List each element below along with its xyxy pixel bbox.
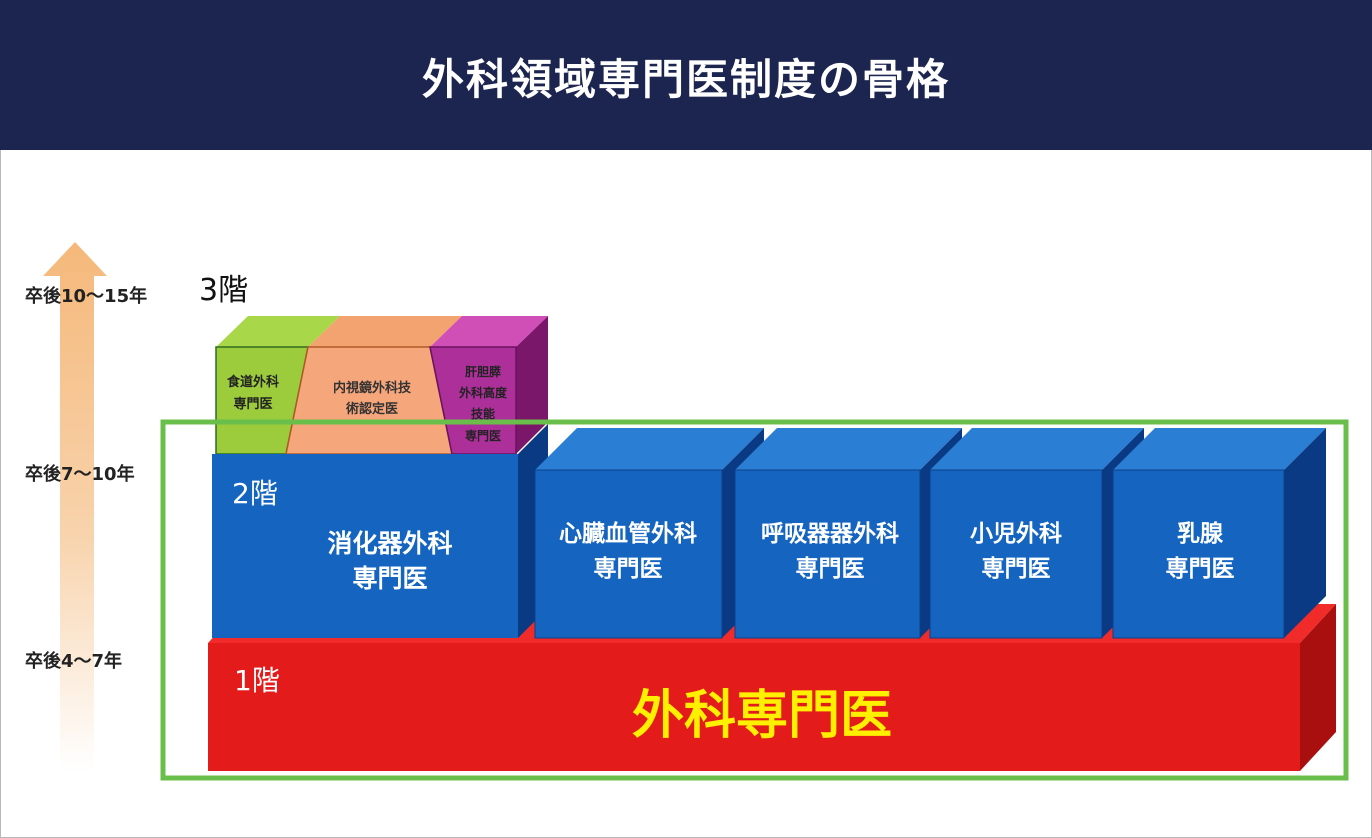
svg-text:術認定医: 術認定医 — [345, 401, 398, 417]
svg-text:肝胆膵: 肝胆膵 — [465, 364, 501, 379]
timeline-arrow — [43, 242, 107, 772]
level2-pediatric-line2: 専門医 — [982, 556, 1051, 582]
level2-pediatric-line1: 小児外科 — [970, 520, 1062, 547]
level2-respiratory-line2: 専門医 — [796, 556, 865, 582]
timeline-bottom-label: 卒後4～7年 — [25, 650, 122, 672]
svg-text:技能: 技能 — [471, 406, 495, 421]
green-outline-frame — [160, 419, 1349, 781]
level2-digestive-line2: 専門医 — [352, 564, 427, 593]
level3-blocks — [215, 316, 548, 455]
svg-text:専門医: 専門医 — [465, 428, 501, 443]
floor3-label: 3階 — [199, 273, 248, 308]
level2-breast-block — [1112, 428, 1326, 639]
svg-text:内視鏡外科技: 内視鏡外科技 — [333, 380, 412, 396]
level1-label: 外科専門医 — [632, 686, 892, 746]
floor2-label: 2階 — [232, 477, 278, 510]
level2-respiratory-line1: 呼吸器器外科 — [761, 520, 899, 547]
svg-text:専門医: 専門医 — [233, 396, 272, 412]
level2-digestive-line1: 消化器外科 — [327, 529, 452, 558]
level2-digestive-block — [212, 424, 548, 638]
level2-cardiovascular-line1: 心臓血管外科 — [559, 520, 697, 547]
timeline-middle-label: 卒後7～10年 — [25, 463, 135, 485]
floor1-label: 1階 — [234, 664, 280, 697]
level2-breast-line2: 専門医 — [1166, 556, 1235, 582]
page-title: 外科領域専門医制度の骨格 — [421, 55, 950, 104]
header-bar: 外科領域専門医制度の骨格 — [0, 0, 1372, 150]
level2-cardiovascular-line2: 専門医 — [594, 556, 663, 582]
level2-breast-line1: 乳腺 — [1177, 520, 1224, 547]
svg-text:食道外科: 食道外科 — [227, 374, 279, 390]
timeline-top-label: 卒後10～15年 — [25, 285, 147, 307]
level3-endoscopic: 内視鏡外科技 術認定医 — [333, 380, 412, 417]
level3-esophageal: 食道外科 専門医 — [227, 374, 279, 412]
level3-hepatobiliary: 肝胆膵 外科高度 技能 専門医 — [459, 364, 508, 443]
svg-text:外科高度: 外科高度 — [459, 385, 508, 400]
